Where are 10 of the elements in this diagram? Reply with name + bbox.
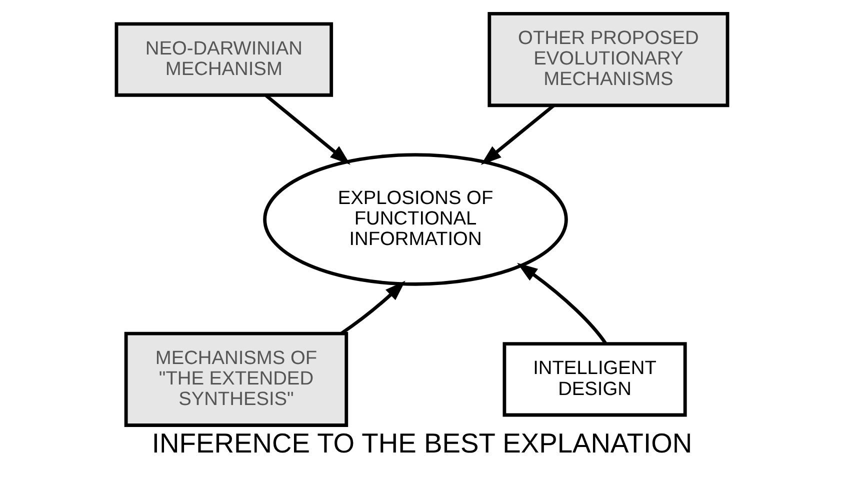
arrow (340, 280, 406, 335)
node-box: NEO-DARWINIAN MECHANISM (114, 22, 334, 97)
node-box: MECHANISMS OF "THE EXTENDED SYNTHESIS" (124, 332, 348, 427)
arrow (264, 94, 350, 165)
caption: INFERENCE TO THE BEST EXPLANATION (152, 428, 692, 459)
arrow (480, 104, 555, 165)
arrow (517, 262, 608, 344)
node-ellipse: EXPLOSIONS OF FUNCTIONAL INFORMATION (263, 153, 568, 286)
node-box: INTELLIGENT DESIGN (502, 342, 687, 417)
node-box: OTHER PROPOSED EVOLUTIONARY MECHANISMS (488, 12, 730, 108)
